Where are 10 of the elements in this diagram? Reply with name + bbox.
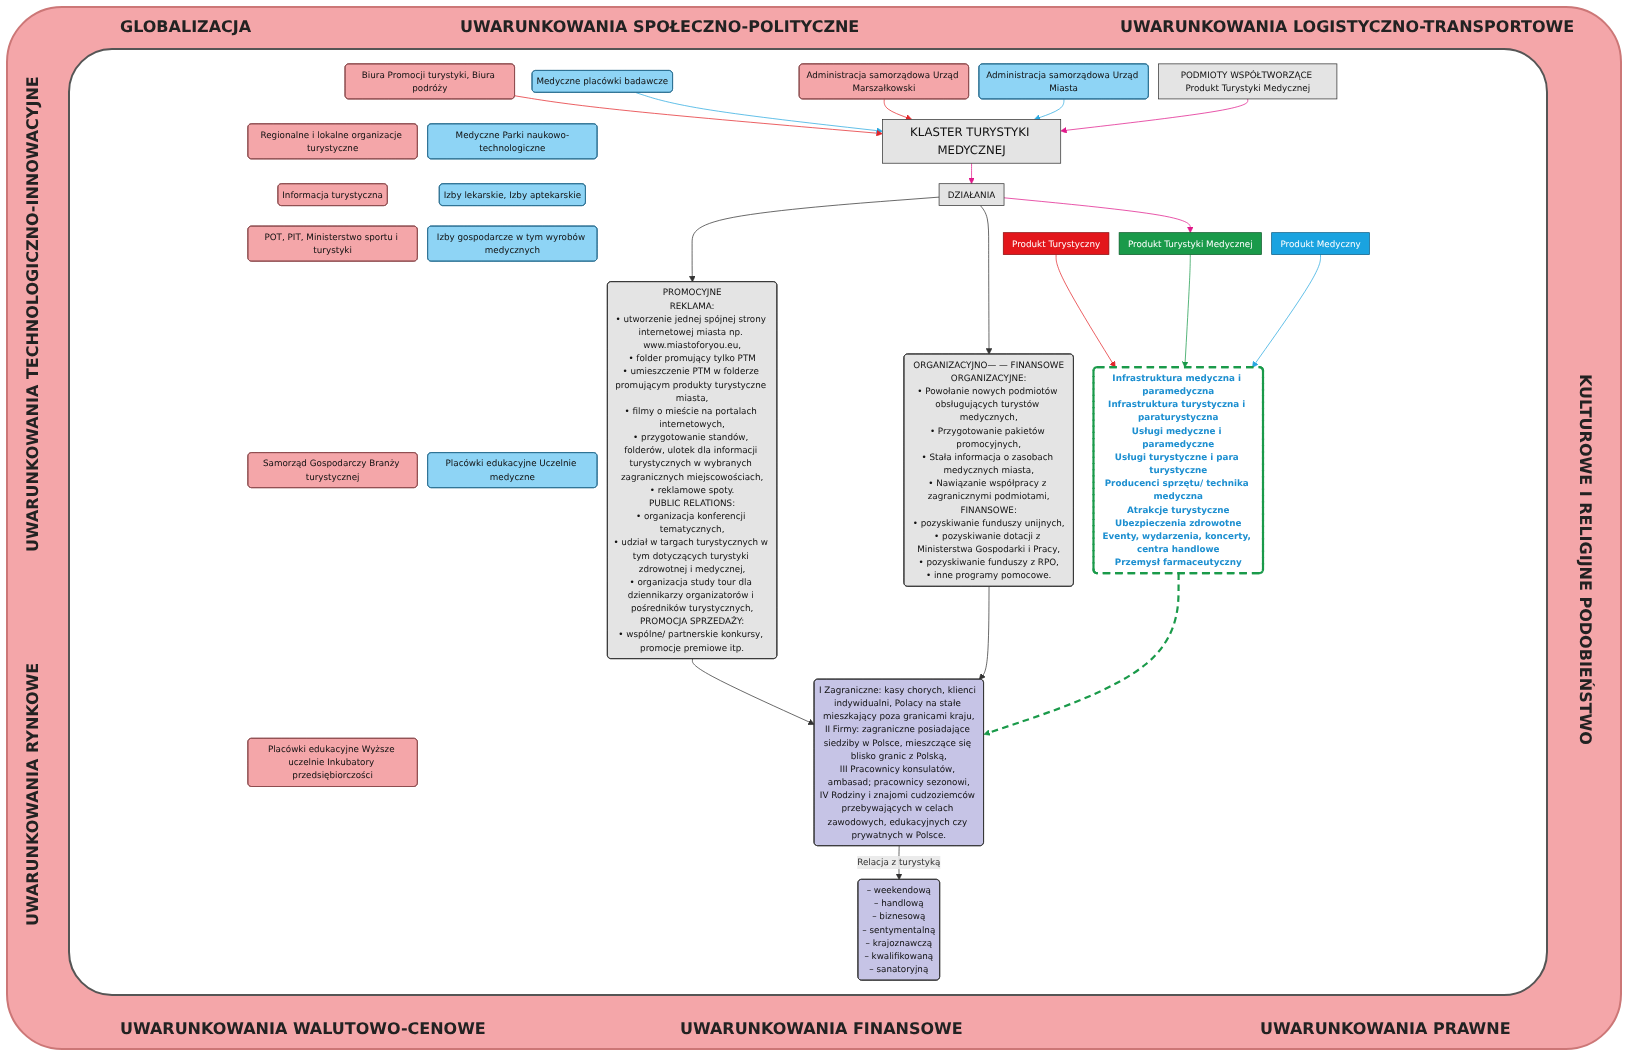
arrow [983,573,1180,736]
frame-label: UWARUNKOWANIA SPOŁECZNO-POLITYCZNE [460,18,860,36]
frame-label: UWARUNKOWANIA WALUTOWO-CENOWE [120,1020,486,1038]
frame-label: GLOBALIZACJA [120,18,252,36]
frame-label: KULTUROWE I RELIGIJNE PODOBIEŃSTWO [1576,372,1594,750]
frame-label: UWARUNKOWANIA PRAWNE [1260,1020,1511,1038]
frame-label: UWARUNKOWANIA RYNKOWE [24,660,42,930]
frame-label: UWARUNKOWANIA LOGISTYCZNO-TRANSPORTOWE [1120,18,1575,36]
frame-label: UWARUNKOWANIA FINANSOWE [680,1020,963,1038]
frame-label: UWARUNKOWANIA TECHNOLOGICZNO-INNOWACYJNE [24,74,42,556]
